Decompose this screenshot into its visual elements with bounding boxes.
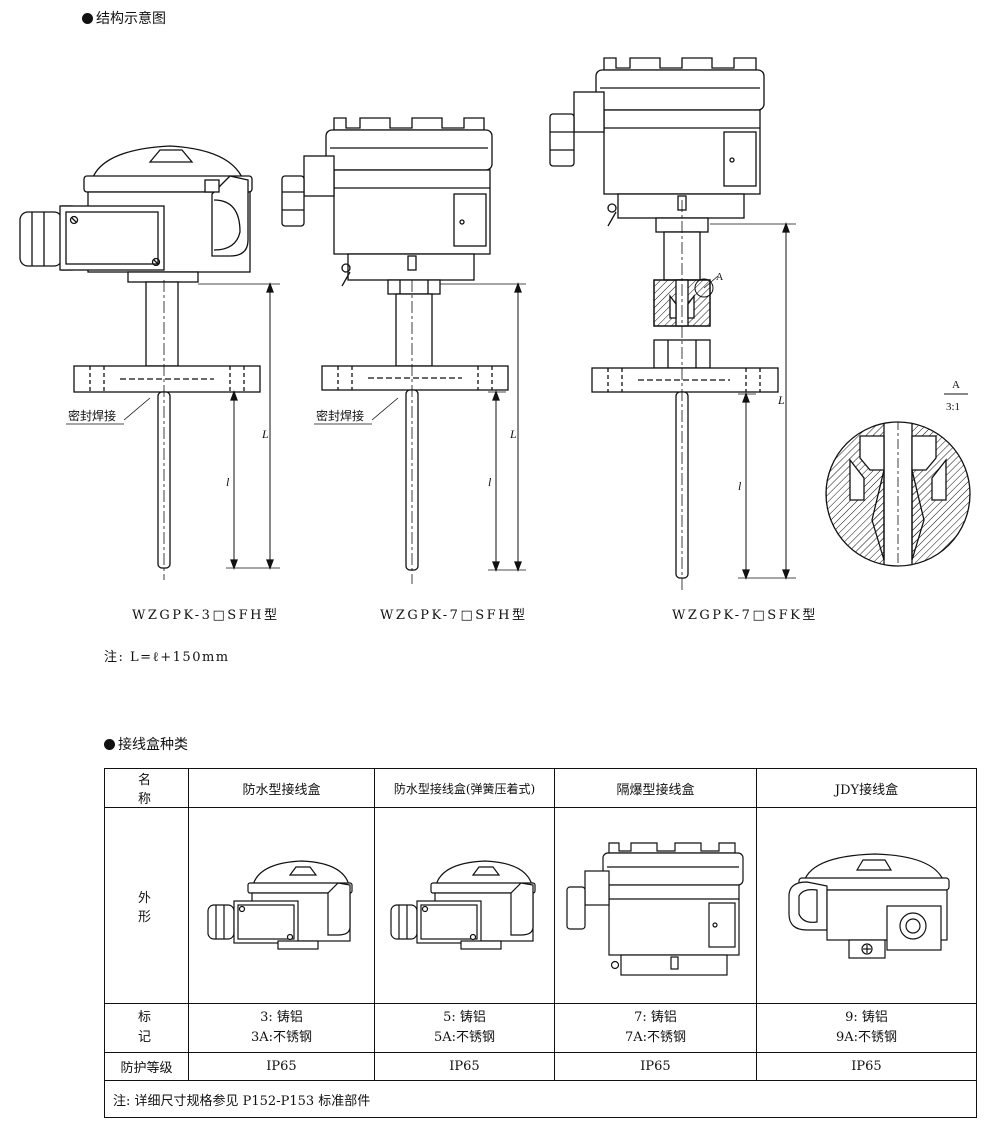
mark-label: 标 记 (104, 1003, 189, 1053)
junction-box-table: 名 称 防水型接线盒 防水型接线盒(弹簧压着式) 隔爆型接线盒 JDY接线盒 外… (104, 768, 977, 1118)
column-header-2: 防水型接线盒(弹簧压着式) (374, 768, 555, 808)
protection-cell-4: IP65 (756, 1052, 977, 1081)
detail-ref-a: A (716, 272, 724, 283)
dim-L-1: L (261, 427, 269, 441)
shape-jdy-box (756, 807, 977, 1004)
dim-l-2: l (488, 475, 492, 489)
box-types-section-title: 接线盒种类 (104, 734, 188, 754)
model-label-3: WZGPK-7□SFK型 (672, 608, 818, 623)
column-header-4: JDY接线盒 (756, 768, 977, 808)
shape-waterproof-box (188, 807, 375, 1004)
dim-l-3: l (738, 479, 742, 493)
header-name-label: 名 称 (104, 768, 189, 808)
model-label-1: WZGPK-3□SFH型 (132, 608, 280, 623)
detail-scale-ref: A (952, 379, 960, 391)
detail-scale: 3:1 (946, 401, 960, 413)
dim-l-1: l (226, 475, 230, 489)
dim-L-2: L (509, 427, 517, 441)
bullet-icon (104, 738, 115, 750)
device-wzgpk-7-sfh (281, 117, 526, 584)
shape-spring-box (374, 807, 555, 1004)
column-header-3: 隔爆型接线盒 (554, 768, 757, 808)
device-wzgpk-7-sfk (549, 57, 796, 590)
shape-label: 外 形 (104, 807, 189, 1004)
shape-explosion-proof-box (554, 807, 757, 1004)
table-footnote: 注: 详细尺寸规格参见 P152-P153 标准部件 (104, 1080, 977, 1118)
length-note: 注: L=ℓ+150mm (104, 650, 230, 665)
column-header-1: 防水型接线盒 (188, 768, 375, 808)
explosion-proof-box-icon (565, 841, 744, 976)
protection-label: 防护等级 (104, 1052, 189, 1081)
bullet-icon (82, 12, 93, 24)
protection-cell-2: IP65 (374, 1052, 555, 1081)
jdy-box-icon (787, 852, 950, 959)
protection-cell-1: IP65 (188, 1052, 375, 1081)
structure-diagram: 密封焊接 密封焊接 L l L l L l A A 3:1 (19, 57, 971, 590)
weld-label-2: 密封焊接 (316, 408, 364, 423)
structure-section-title: 结构示意图 (82, 8, 166, 28)
detail-a-magnified (825, 393, 971, 567)
model-label-2: WZGPK-7□SFH型 (380, 608, 528, 623)
weld-label-1: 密封焊接 (68, 408, 116, 423)
protection-cell-3: IP65 (554, 1052, 757, 1081)
device-wzgpk-3 (19, 145, 280, 580)
spring-box-icon (389, 859, 536, 950)
waterproof-box-icon (206, 859, 353, 950)
dim-L-3: L (777, 393, 785, 407)
